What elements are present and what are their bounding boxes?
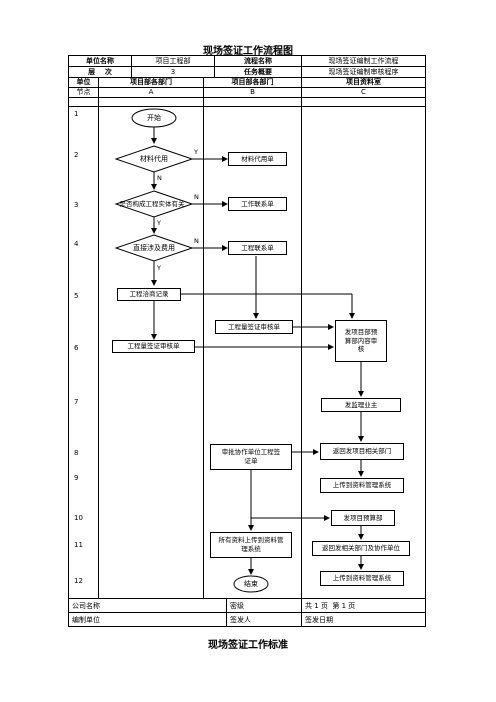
col-dept-c: 项目资料室 (346, 78, 381, 86)
unit-name-label: 单位名称 (86, 56, 114, 65)
node-number: 8 (74, 449, 79, 457)
node-number: 1 (74, 110, 79, 118)
node-number: 6 (74, 344, 79, 352)
box-approve-visa: 审批协作单位工程签证单 (210, 444, 292, 470)
box-return-dept: 返回发项目相关部门 (320, 443, 404, 460)
box-send-budget: 发项目预算部 (331, 510, 395, 526)
footer-issuer: 签发人 (230, 615, 251, 624)
page-title: 现场签证工作流程图 (203, 46, 293, 57)
footer-company: 公司名称 (72, 601, 100, 610)
unit-name-value: 项目工程部 (155, 56, 191, 65)
footer-date: 签发日期 (305, 615, 333, 624)
task-label: 任务概要 (244, 67, 272, 76)
no-label: N (157, 174, 162, 182)
process-name-label: 流程名称 (244, 56, 272, 65)
footer-title: 现场签证工作标准 (208, 640, 288, 651)
decision-cost: 直接涉及费用 (133, 243, 175, 252)
col-dept-b: 项目部各部门 (231, 78, 274, 86)
node-number: 12 (74, 577, 83, 585)
col-dept-a: 项目部各部门 (130, 78, 172, 86)
decision-entity: 是否构成工程实体有关 (119, 199, 185, 208)
node-number: 4 (74, 240, 79, 248)
box-contact-sheet: 工作联系单 (228, 197, 287, 211)
level-value: 3 (170, 67, 176, 76)
col-a: A (148, 88, 154, 96)
footer-secret: 密级 (230, 601, 244, 610)
box-engineering-contact: 工程联系单 (228, 241, 287, 255)
box-return-partners: 返回发相关部门及协作单位 (312, 541, 410, 556)
yes-label: Y (157, 219, 161, 227)
col-b: B (250, 88, 255, 96)
box-material-sheet: 材料代用单 (228, 152, 287, 166)
box-upload-system-2: 上传到资料管理系统 (320, 571, 404, 586)
node-number: 10 (74, 514, 83, 522)
col-c: C (361, 88, 366, 96)
col-unit: 单位 (76, 78, 91, 86)
box-b-quantity-review: 工程量签证审核单 (215, 320, 293, 334)
node-number: 7 (74, 398, 79, 406)
col-node: 节点 (76, 88, 91, 96)
start-node: 开始 (147, 113, 161, 122)
box-negotiation-record: 工程洽商记录 (117, 288, 181, 301)
node-number: 3 (74, 201, 79, 209)
yes-label: Y (194, 148, 198, 156)
end-node: 结束 (244, 579, 258, 588)
yes-label: Y (157, 264, 161, 272)
no-label: N (194, 193, 199, 201)
task-value: 现场签证编制审核程序 (328, 67, 399, 76)
node-number: 5 (74, 292, 79, 300)
box-all-upload: 所有资料上传到资料管理系统 (210, 532, 292, 558)
box-upload-system: 上传到资料管理系统 (320, 478, 404, 493)
node-number: 9 (74, 474, 79, 482)
decision-material: 材料代用 (140, 154, 168, 163)
node-number: 11 (74, 541, 83, 549)
node-number: 2 (74, 151, 79, 159)
box-send-supervisor: 发监理业主 (321, 398, 401, 412)
box-a-quantity-review: 工程量签证审核单 (112, 340, 195, 353)
footer-unit: 编制单位 (72, 615, 100, 624)
footer-pages: 共 1 页 第 1 页 (305, 601, 356, 610)
process-name-value: 现场签证编制工作流程 (328, 56, 399, 65)
box-budget-review: 发项目部预算部内容审核 (335, 320, 387, 362)
level-label: 层 次 (88, 67, 112, 76)
no-label: N (194, 237, 199, 245)
